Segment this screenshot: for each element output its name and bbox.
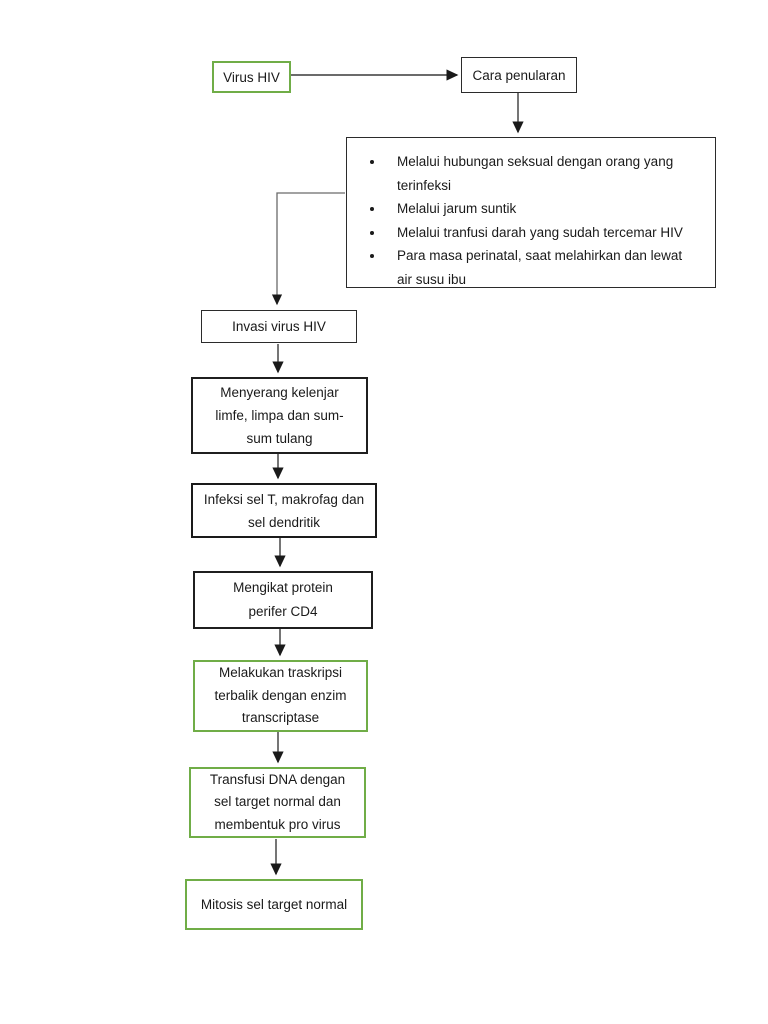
connector-list-to-invasi <box>271 192 345 306</box>
transmission-item: Para masa perinatal, saat melahirkan dan… <box>385 244 697 291</box>
node-menyerang-kelenjar: Menyerang kelenjar limfe, limpa dan sum-… <box>191 377 368 454</box>
node-mengikat-protein: Mengikat protein perifer CD4 <box>193 571 373 629</box>
node-virus-hiv: Virus HIV <box>212 61 291 93</box>
transmission-list: Melalui hubungan seksual dengan orang ya… <box>361 150 705 291</box>
node-cara-penularan: Cara penularan <box>461 57 577 93</box>
node-mitosis-sel: Mitosis sel target normal <box>185 879 363 930</box>
node-transmission-list: Melalui hubungan seksual dengan orang ya… <box>346 137 716 288</box>
node-transfusi-dna: Transfusi DNA dengan sel target normal d… <box>189 767 366 838</box>
transmission-item: Melalui tranfusi darah yang sudah tercem… <box>385 221 697 245</box>
node-melakukan-traskripsi: Melakukan traskripsi terbalik dengan enz… <box>193 660 368 732</box>
node-invasi-virus-hiv: Invasi virus HIV <box>201 310 357 343</box>
transmission-item: Melalui jarum suntik <box>385 197 697 221</box>
node-infeksi-sel: Infeksi sel T, makrofag dan sel dendriti… <box>191 483 377 538</box>
transmission-item: Melalui hubungan seksual dengan orang ya… <box>385 150 697 197</box>
